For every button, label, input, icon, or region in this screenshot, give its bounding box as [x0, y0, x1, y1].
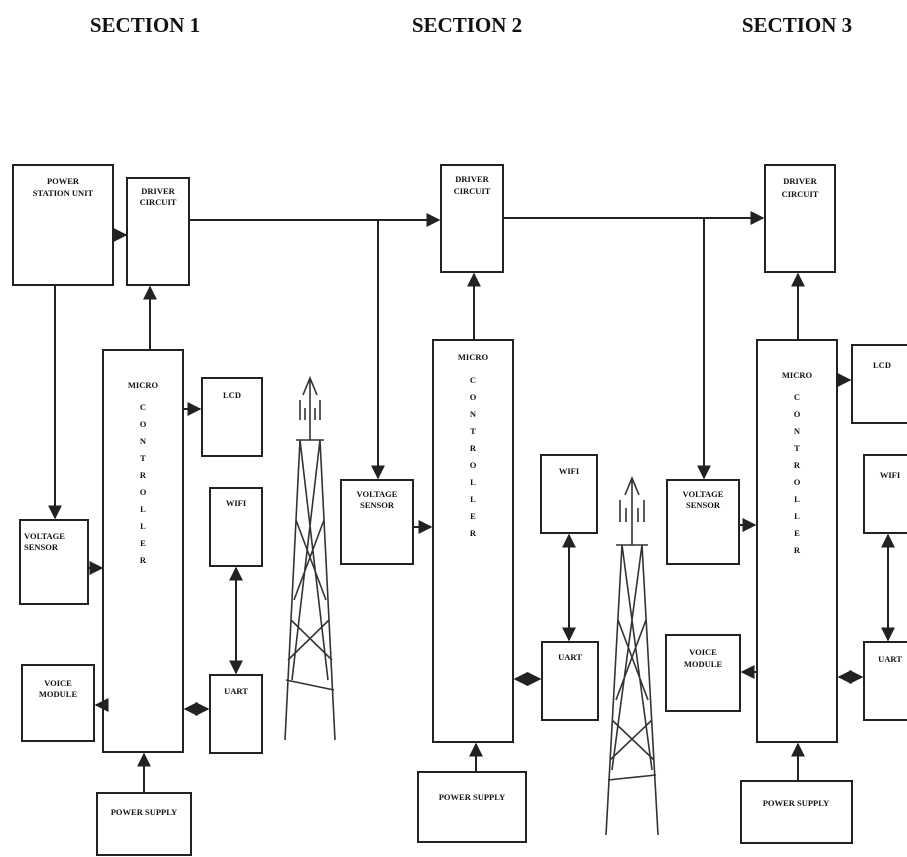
- lcd-1-label: LCD: [223, 390, 241, 400]
- voltage-sensor-1-label-1: VOLTAGE: [24, 531, 65, 541]
- driver-circuit-3-label-1: DRIVER: [783, 176, 817, 186]
- mc3-letter: L: [794, 511, 800, 521]
- wifi-3-label: WIFI: [880, 470, 901, 480]
- mc2-letter: O: [470, 392, 477, 402]
- mc2-letter: C: [470, 375, 476, 385]
- mc3-letter: R: [794, 545, 801, 555]
- power-supply-1-label: POWER SUPPLY: [111, 807, 178, 817]
- power-station-unit-label-1: POWER: [47, 176, 80, 186]
- mc1-letter: N: [140, 436, 147, 446]
- mc1-letter: E: [140, 538, 146, 548]
- section-1-title: SECTION 1: [90, 13, 200, 37]
- driver-circuit-1-label-2: CIRCUIT: [140, 197, 177, 207]
- voice-module-3-label-1: VOICE: [689, 647, 717, 657]
- voltage-sensor-3-label-1: VOLTAGE: [683, 489, 724, 499]
- power-station-unit-label-2: STATION UNIT: [33, 188, 94, 198]
- voltage-sensor-3-label-2: SENSOR: [686, 500, 721, 510]
- power-supply-3-box: [741, 781, 852, 843]
- mc1-letter: L: [140, 521, 146, 531]
- microcontroller-2-micro-label: MICRO: [458, 352, 489, 362]
- wifi-3-box: [864, 455, 907, 533]
- mc3-letter: O: [794, 477, 801, 487]
- voice-module-3-label-2: MODULE: [684, 659, 723, 669]
- lcd-3-box: [852, 345, 907, 423]
- voice-module-1-box: [22, 665, 94, 741]
- mc3-letter: N: [794, 426, 801, 436]
- voice-module-1-label-1: VOICE: [44, 678, 72, 688]
- section-3-title: SECTION 3: [742, 13, 852, 37]
- mc1-letter: O: [140, 487, 147, 497]
- uart-1-label: UART: [224, 686, 248, 696]
- lcd-3-label: LCD: [873, 360, 891, 370]
- microcontroller-3-micro-label: MICRO: [782, 370, 813, 380]
- mc2-letter: N: [470, 409, 477, 419]
- driver-circuit-3-label-2: CIRCUIT: [782, 189, 819, 199]
- mc2-letter: T: [470, 426, 476, 436]
- uart-2-label: UART: [558, 652, 582, 662]
- driver-circuit-2-label-2: CIRCUIT: [454, 186, 491, 196]
- mc1-letter: O: [140, 419, 147, 429]
- mc2-letter: O: [470, 460, 477, 470]
- mc3-letter: R: [794, 460, 801, 470]
- voltage-sensor-2-label-2: SENSOR: [360, 500, 395, 510]
- mc2-letter: E: [470, 511, 476, 521]
- antenna-tower-icon: [285, 378, 335, 740]
- mc2-letter: R: [470, 528, 477, 538]
- mc3-letter: O: [794, 409, 801, 419]
- power-supply-3-label: POWER SUPPLY: [763, 798, 830, 808]
- mc1-letter: L: [140, 504, 146, 514]
- mc2-letter: L: [470, 477, 476, 487]
- power-supply-1-box: [97, 793, 191, 855]
- microcontroller-1-micro-label: MICRO: [128, 380, 159, 390]
- voltage-sensor-1-label-2: SENSOR: [24, 542, 59, 552]
- driver-circuit-1-label-1: DRIVER: [141, 186, 175, 196]
- wifi-2-label: WIFI: [559, 466, 580, 476]
- power-supply-2-label: POWER SUPPLY: [439, 792, 506, 802]
- mc2-letter: L: [470, 494, 476, 504]
- uart-3-label: UART: [878, 654, 902, 664]
- mc1-letter: R: [140, 470, 147, 480]
- mc1-letter: T: [140, 453, 146, 463]
- mc3-letter: E: [794, 528, 800, 538]
- section-2-title: SECTION 2: [412, 13, 522, 37]
- mc1-letter: R: [140, 555, 147, 565]
- mc3-letter: C: [794, 392, 800, 402]
- power-supply-2-box: [418, 772, 526, 842]
- mc2-letter: R: [470, 443, 477, 453]
- driver-circuit-2-label-1: DRIVER: [455, 174, 489, 184]
- mc3-letter: L: [794, 494, 800, 504]
- antenna-tower-icon: [606, 478, 658, 835]
- mc3-letter: T: [794, 443, 800, 453]
- voltage-sensor-2-label-1: VOLTAGE: [357, 489, 398, 499]
- mc1-letter: C: [140, 402, 146, 412]
- wifi-1-label: WIFI: [226, 498, 247, 508]
- voice-module-1-label-2: MODULE: [39, 689, 78, 699]
